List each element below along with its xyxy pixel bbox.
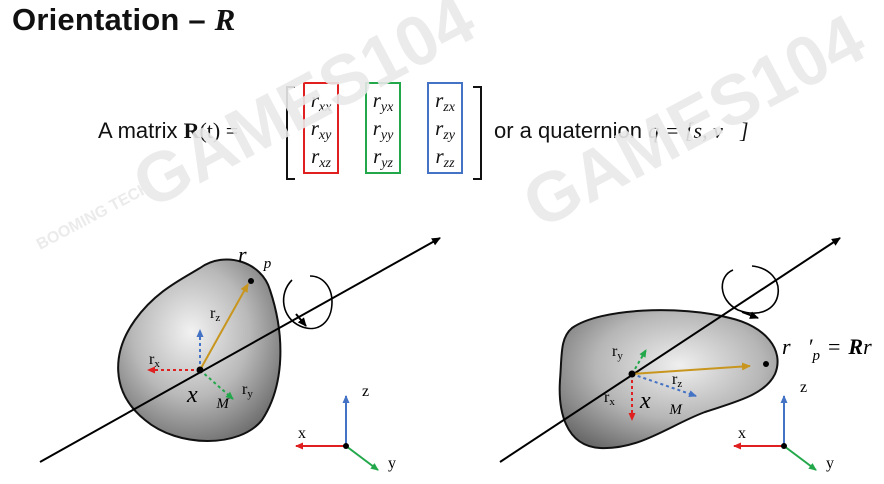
point-p-prime-equation: r⃗′p=Rr⃗p (782, 334, 884, 364)
equation-prefix: A matrix (98, 118, 184, 143)
local-z-label: rz (210, 305, 220, 324)
orientation-equation: A matrix R(t) = rxx rxy rxz ryx ryy ryz … (0, 82, 884, 182)
rotation-direction-ellipse (721, 265, 779, 314)
matrix-column-z: rzx rzy rzz (427, 82, 463, 174)
center-label: x⃗M (639, 388, 683, 418)
world-y-label: y (826, 455, 834, 472)
rotation-matrix: rxx rxy rxz ryx ryy ryz rzx rzy rzz (286, 82, 482, 180)
local-x-label: rx (149, 351, 160, 370)
matrix-right-bracket (473, 86, 482, 180)
right-figure: r⃗′p=Rr⃗p ry rz rx x⃗M z x y (499, 237, 884, 472)
local-x-label: rx (604, 389, 615, 408)
rotation-axis (39, 237, 441, 463)
svg-text:GAMES104: GAMES104 (120, 0, 486, 223)
title-text: Orientation – (12, 2, 215, 37)
world-y-axis (783, 445, 817, 471)
matrix-left-bracket (286, 86, 295, 180)
world-y-axis (345, 445, 379, 471)
matrix-entry: rzy (435, 115, 455, 143)
matrix-column-x: rxx rxy rxz (303, 82, 339, 174)
matrix-entry: rzx (435, 87, 455, 115)
local-y-axis (199, 369, 234, 400)
equation-R: R (183, 118, 200, 143)
rigid-body-shape (558, 309, 779, 450)
rotation-direction-ellipse (282, 275, 333, 330)
left-figure: r⃗p rx ry rz x⃗M z x y (39, 237, 441, 472)
equation-suffix: or a quaternion (494, 118, 642, 143)
world-x-label: x (298, 425, 306, 442)
matrix-entry: rxz (311, 143, 331, 171)
position-vector (199, 283, 249, 371)
center-label: x⃗M (186, 382, 230, 412)
matrix-entry: ryy (372, 115, 394, 143)
watermark: GAMES104 GAMES104 BOOMING TECH (34, 0, 877, 254)
equation-quaternion: q = [s, v⃗] (648, 118, 749, 143)
title-symbol: R (214, 2, 236, 37)
position-vector (631, 362, 751, 375)
svg-text:GAMES104: GAMES104 (510, 0, 876, 243)
rotation-axis (499, 237, 841, 463)
matrix-entry: rzz (435, 143, 455, 171)
world-z-label: z (362, 383, 369, 400)
center-of-mass (628, 370, 636, 378)
matrix-entry: rxy (310, 115, 332, 143)
svg-text:BOOMING TECH: BOOMING TECH (34, 179, 153, 253)
world-x-label: x (738, 425, 746, 442)
center-of-mass (196, 366, 204, 374)
local-z-axis (631, 373, 697, 398)
point-p (763, 361, 769, 367)
world-axes: z x y (733, 379, 834, 472)
point-p-label: r⃗p (238, 242, 272, 272)
local-y-label: ry (242, 381, 253, 400)
matrix-entry: ryz (373, 143, 393, 171)
world-y-label: y (388, 455, 396, 472)
local-z-label: rz (672, 371, 682, 390)
rotation-arrow (295, 313, 307, 327)
local-y-label: ry (612, 343, 623, 362)
world-axes: z x y (295, 383, 396, 472)
world-z-label: z (800, 379, 807, 396)
rotation-arrow (741, 311, 759, 319)
equation-rhs: or a quaternion q = [s, v⃗] (494, 118, 749, 144)
equation-t-arg: (t) = (199, 118, 239, 143)
matrix-column-y: ryx ryy ryz (365, 82, 401, 174)
matrix-entry: ryx (372, 87, 394, 115)
equation-lhs: A matrix R(t) = (98, 118, 238, 144)
matrix-entry: rxx (310, 87, 332, 115)
point-p (248, 278, 254, 284)
local-y-axis (631, 349, 647, 375)
slide-title: Orientation – R (12, 2, 236, 38)
